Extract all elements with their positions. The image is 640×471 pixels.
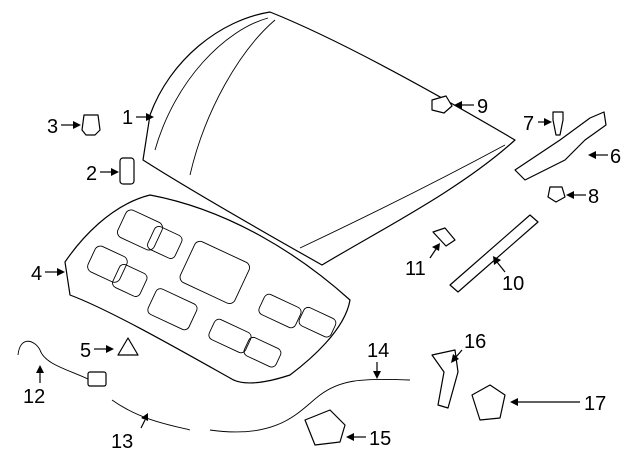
hood-insulator bbox=[64, 194, 351, 384]
callouts: 1 2 3 4 5 6 7 8 9 10 11 12 13 14 15 16 1… bbox=[23, 96, 621, 453]
hinge-bolt bbox=[552, 111, 564, 136]
release-cable bbox=[209, 378, 411, 433]
latch-handle bbox=[431, 349, 459, 409]
insulator-clip bbox=[117, 337, 139, 356]
hood-stop-cushion bbox=[119, 157, 135, 185]
callout-12: 12 bbox=[23, 386, 45, 408]
callout-6: 6 bbox=[610, 146, 621, 168]
callout-3: 3 bbox=[47, 116, 58, 138]
callout-8: 8 bbox=[588, 186, 599, 208]
callout-17: 17 bbox=[584, 393, 606, 415]
callout-10: 10 bbox=[502, 273, 524, 295]
lift-support-strut bbox=[449, 214, 539, 293]
callout-5: 5 bbox=[80, 340, 91, 362]
callout-15: 15 bbox=[369, 428, 391, 450]
ball-stud bbox=[432, 227, 456, 247]
bumper-stop bbox=[81, 114, 101, 136]
callout-4: 4 bbox=[31, 263, 42, 285]
callout-1: 1 bbox=[122, 107, 133, 129]
callout-14: 14 bbox=[367, 340, 389, 362]
release-cable-front bbox=[111, 399, 191, 431]
callout-11: 11 bbox=[405, 258, 426, 280]
callout-7: 7 bbox=[523, 113, 534, 135]
release-handle bbox=[304, 409, 346, 446]
hinge-nut bbox=[547, 186, 566, 203]
callout-2: 2 bbox=[86, 163, 97, 185]
callout-16: 16 bbox=[464, 331, 486, 353]
harness bbox=[17, 340, 91, 381]
hood-latch bbox=[471, 384, 506, 421]
callout-9: 9 bbox=[477, 96, 488, 118]
hood-switch bbox=[87, 371, 107, 387]
hinge bbox=[514, 111, 607, 181]
hood-panel bbox=[142, 11, 516, 266]
callout-13: 13 bbox=[111, 431, 133, 453]
nut bbox=[431, 95, 453, 114]
